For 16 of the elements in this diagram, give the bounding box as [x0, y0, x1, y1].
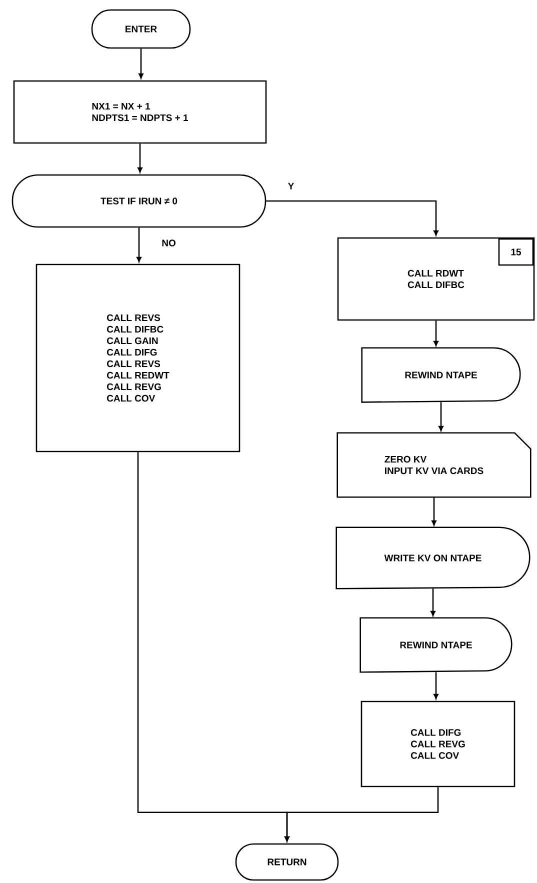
arrow — [432, 497, 436, 526]
process-box: CALL REVS CALL DIFBC CALL GAIN CALL DIFG CALL REVS CALL REDWT CALL REVG CALL COV — [36, 264, 240, 452]
process-box: NX1 = NX + 1 NDPTS1 = NDPTS + 1 — [13, 80, 267, 144]
edge-label: NO — [160, 238, 177, 248]
arrow — [136, 228, 142, 262]
arrow — [430, 588, 436, 616]
arrow — [434, 320, 438, 346]
arrow — [138, 48, 144, 79]
process-box: CALL DIFG CALL REVG CALL COV — [360, 700, 516, 788]
arrow — [284, 787, 439, 842]
edge-label: Y — [286, 182, 296, 190]
arrow — [434, 672, 438, 700]
number-box: 15 — [498, 238, 534, 266]
arrow — [438, 402, 444, 432]
arrow — [138, 144, 142, 173]
arrow — [266, 200, 438, 236]
